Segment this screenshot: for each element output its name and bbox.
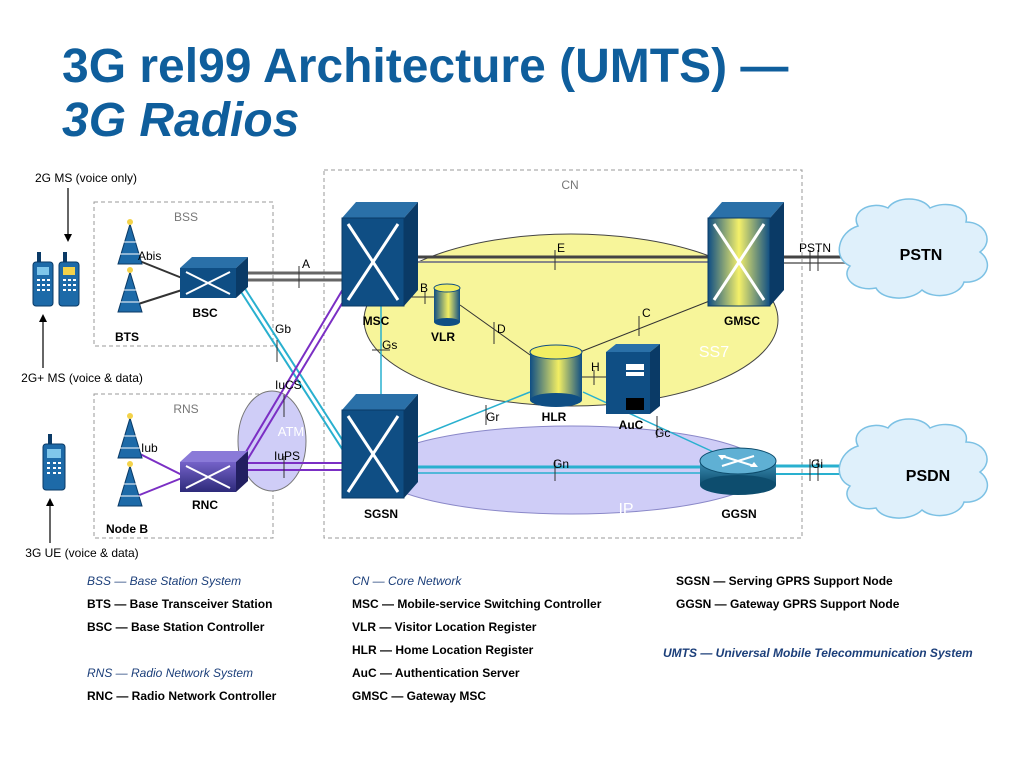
hlr-database-icon[interactable]: [529, 344, 583, 407]
ggsn-label: GGSN: [721, 507, 756, 521]
interface-c-label: C: [642, 306, 651, 320]
title-line-2: 3G Radios: [62, 94, 300, 147]
auc-server-icon[interactable]: [606, 344, 660, 414]
terminal-3g-label: 3G UE (voice & data): [25, 546, 138, 560]
bsc-label: BSC: [192, 306, 218, 320]
legend-hlr: HLR — Home Location Register: [352, 643, 534, 657]
gmsc-switch-icon[interactable]: [707, 202, 784, 307]
interface-d-label: D: [497, 322, 506, 336]
nodeb-antenna-icon: [117, 413, 143, 507]
legend-sgsn: SGSN — Serving GPRS Support Node: [676, 574, 893, 588]
auc-label: AuC: [619, 418, 644, 432]
ip-label: IP: [618, 501, 633, 518]
rnc-icon[interactable]: [180, 451, 248, 492]
interface-pstn-label: PSTN: [799, 241, 831, 255]
mobile-phone-icon: [32, 252, 80, 307]
legend-vlr: VLR — Visitor Location Register: [352, 620, 537, 634]
interface-gn-label: Gn: [553, 457, 569, 471]
interface-iups-label: IuPS: [274, 449, 300, 463]
interface-gs-label: Gs: [382, 338, 397, 352]
interface-ticks: [276, 250, 819, 481]
interface-e-label: E: [557, 241, 565, 255]
legend-gmsc: GMSC — Gateway MSC: [352, 689, 487, 703]
interface-gc-label: Gc: [655, 426, 670, 440]
sgsn-switch-icon[interactable]: [341, 394, 418, 499]
legend-bss: BSS — Base Station System: [87, 574, 242, 588]
terminal-2gplus-label: 2G+ MS (voice & data): [21, 371, 143, 385]
ss7-label: SS7: [699, 344, 729, 361]
rns-group-box: [93, 393, 274, 539]
legend-column-1: BSS — Base Station System BTS — Base Tra…: [87, 570, 276, 708]
title-line-1: 3G rel99 Architecture (UMTS) —: [62, 40, 789, 93]
vlr-label: VLR: [431, 330, 455, 344]
bss-group-box: [93, 201, 274, 347]
bsc-icon[interactable]: [180, 257, 248, 298]
bts-label: BTS: [115, 330, 139, 344]
interface-b-label: B: [420, 281, 428, 295]
pstn-cloud-label: PSTN: [900, 247, 943, 264]
interface-gi-label: Gi: [811, 457, 823, 471]
legend-auc: AuC — Authentication Server: [352, 666, 520, 680]
vlr-database-icon[interactable]: [433, 283, 461, 326]
legend-bts: BTS — Base Transceiver Station: [87, 597, 273, 611]
legend-umts: UMTS — Universal Mobile Telecommunicatio…: [663, 642, 973, 665]
interface-gb-label: Gb: [275, 322, 291, 336]
gmsc-label: GMSC: [724, 314, 760, 328]
legend-msc: MSC — Mobile-service Switching Controlle…: [352, 597, 602, 611]
bss-label: BSS: [174, 210, 198, 224]
bts-antenna-icon: [117, 219, 143, 313]
legend-rns: RNS — Radio Network System: [87, 666, 254, 680]
terminal-2g-label: 2G MS (voice only): [35, 171, 137, 185]
psdn-cloud-label: PSDN: [906, 468, 950, 485]
interface-gr-label: Gr: [486, 410, 499, 424]
legend-spacer: [87, 639, 276, 662]
sgsn-label: SGSN: [364, 507, 398, 521]
msc-switch-icon[interactable]: [341, 202, 418, 307]
links: [39, 188, 846, 543]
legend-column-3: SGSN — Serving GPRS Support Node GGSN — …: [676, 570, 899, 616]
page-title: 3G rel99 Architecture (UMTS) — 3G Radios: [62, 40, 788, 148]
mobile-phone-3g-icon: [42, 434, 66, 491]
interface-h-label: H: [591, 360, 600, 374]
rns-label: RNS: [173, 402, 198, 416]
cn-label: CN: [561, 178, 578, 192]
interface-abis-label: Abis: [138, 249, 161, 263]
interface-iub-label: Iub: [141, 441, 158, 455]
interface-a-label: A: [302, 257, 310, 271]
psdn-cloud: [838, 418, 988, 519]
legend-ggsn: GGSN — Gateway GPRS Support Node: [676, 597, 900, 611]
hlr-label: HLR: [542, 410, 567, 424]
nodeb-label: Node B: [106, 522, 148, 536]
legend-rnc: RNC — Radio Network Controller: [87, 689, 277, 703]
interface-iucs-label: IuCS: [275, 378, 302, 392]
atm-label: ATM: [278, 424, 304, 439]
ss7-ellipse: [363, 233, 779, 407]
legend-cn: CN — Core Network: [352, 574, 462, 588]
legend-bsc: BSC — Base Station Controller: [87, 620, 265, 634]
legend-column-2: CN — Core Network MSC — Mobile-service S…: [352, 570, 601, 708]
legend-umts-text: UMTS — Universal Mobile Telecommunicatio…: [663, 646, 973, 660]
cn-group-box: [323, 169, 803, 539]
rnc-label: RNC: [192, 498, 218, 512]
atm-ellipse: [237, 390, 307, 492]
ggsn-router-icon[interactable]: [699, 447, 777, 495]
pstn-cloud: [838, 198, 988, 299]
msc-label: MSC: [363, 314, 390, 328]
